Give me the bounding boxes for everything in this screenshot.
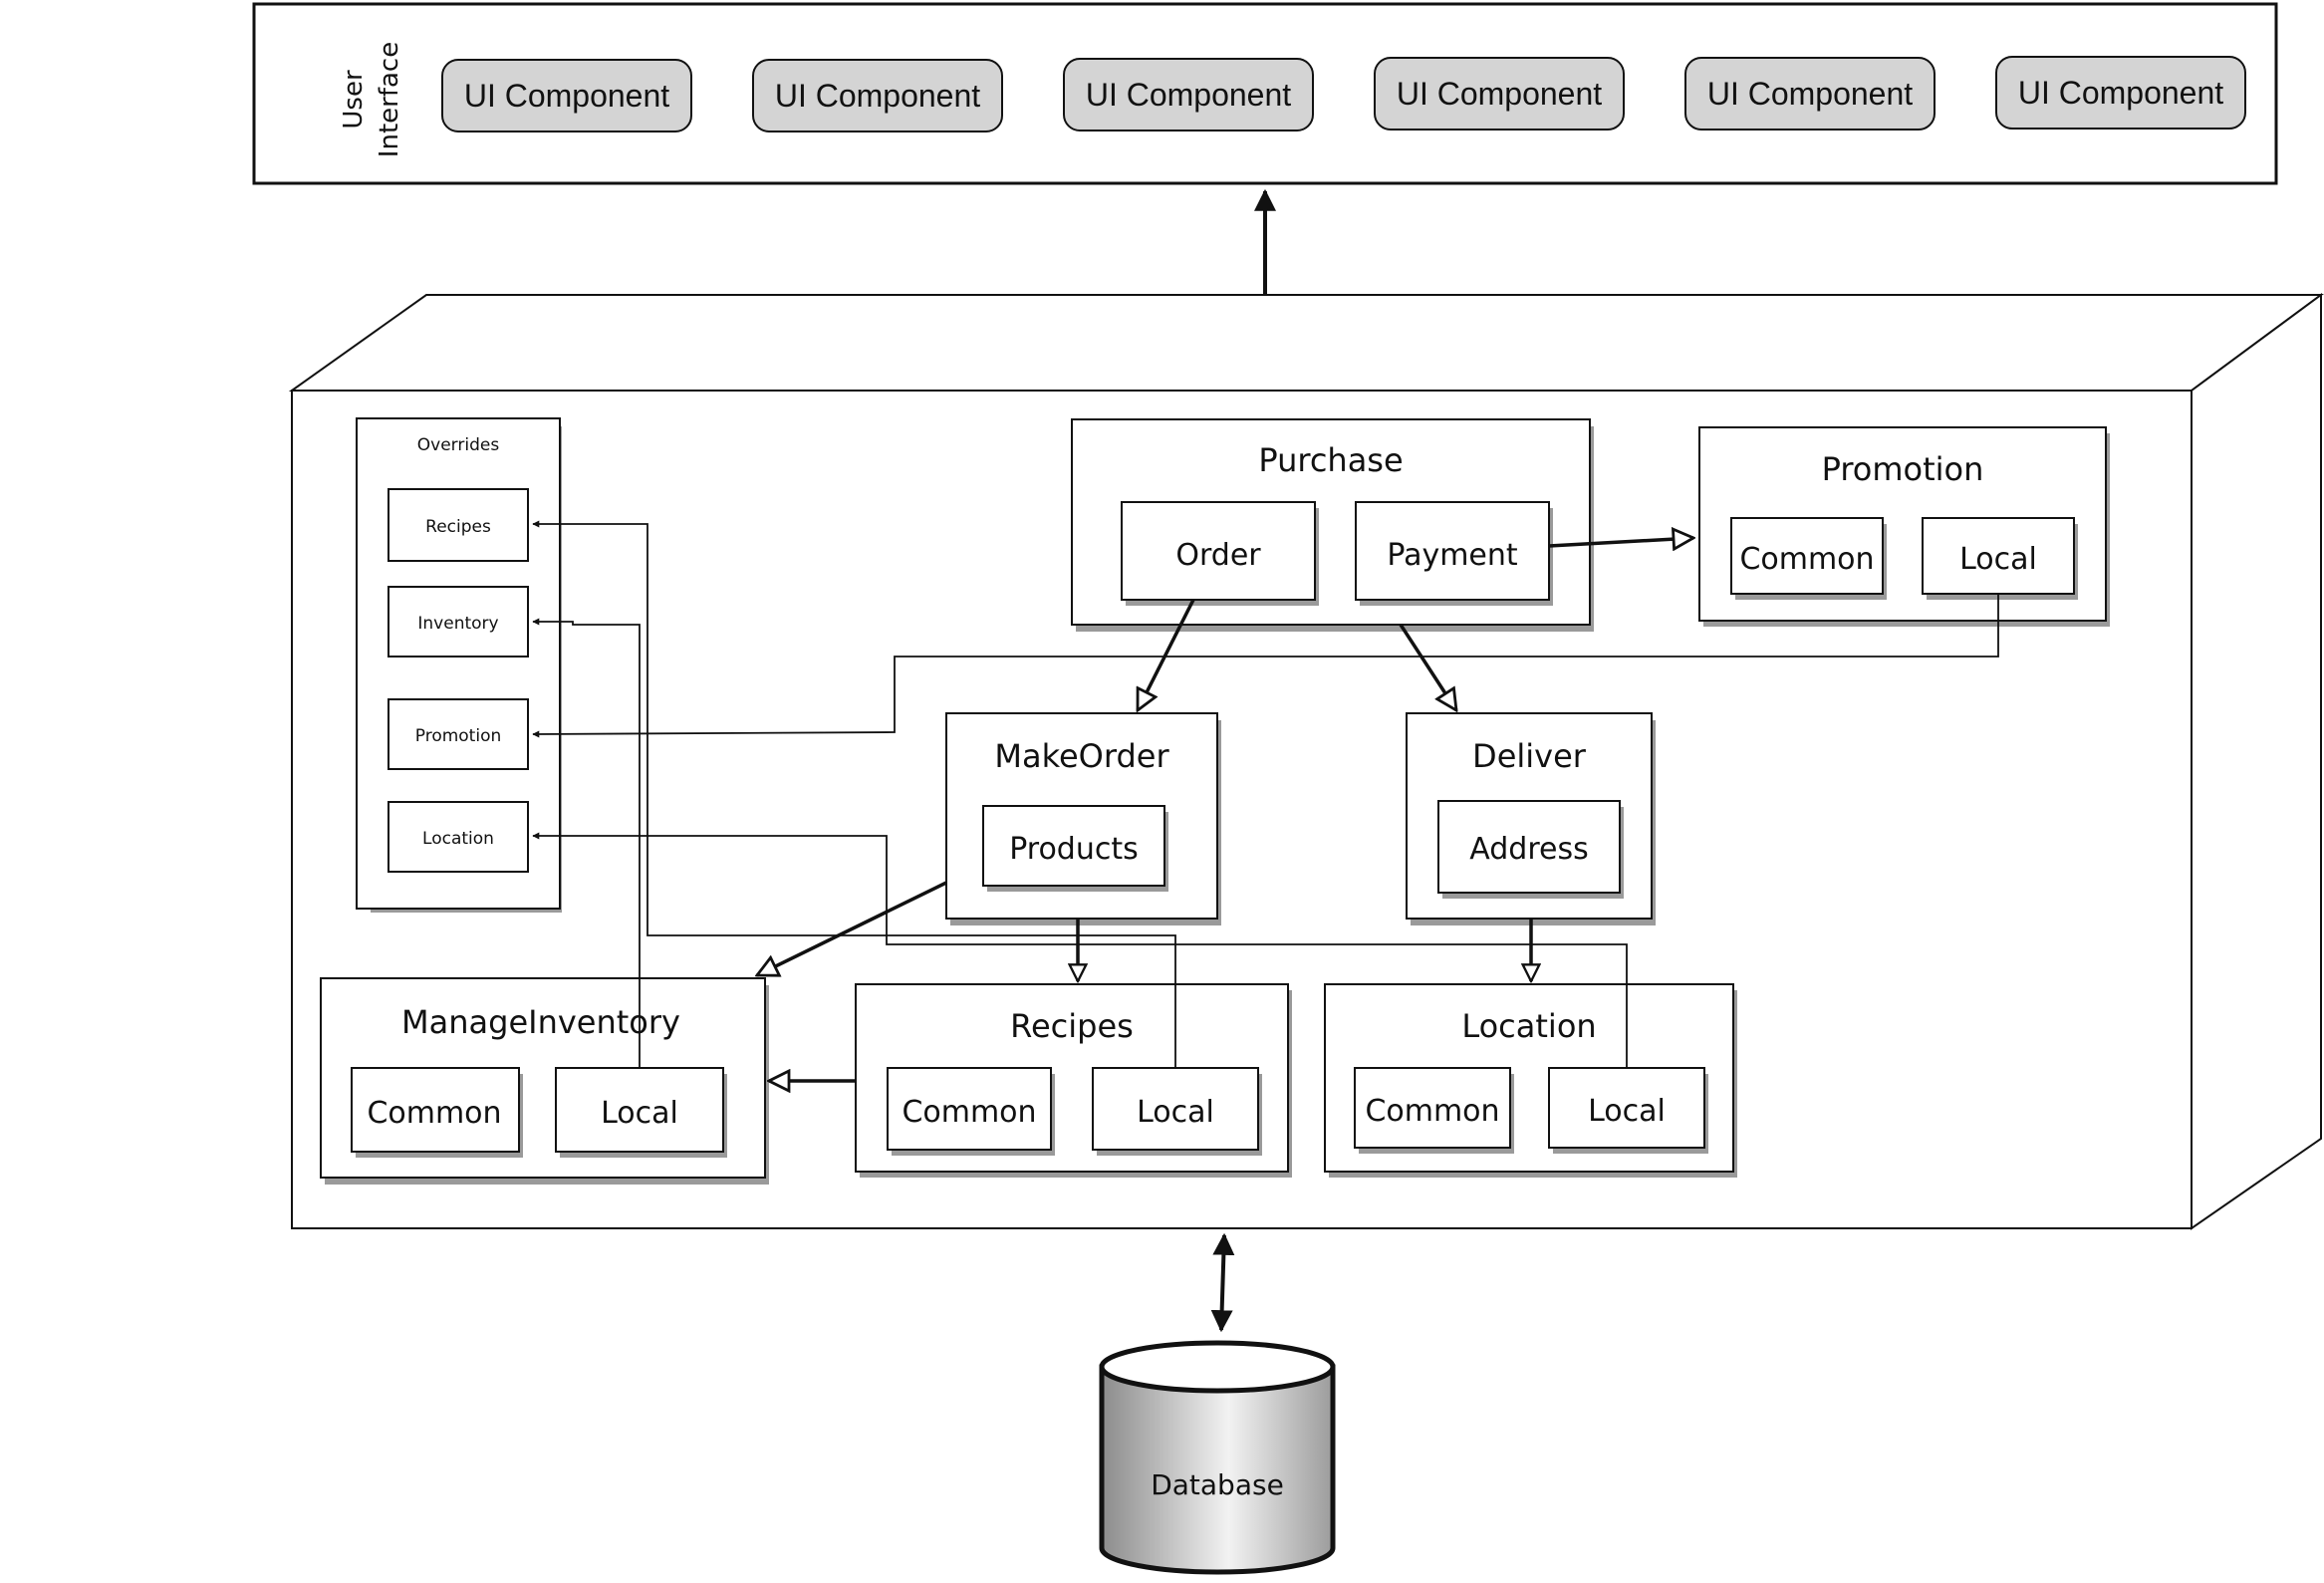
override-location: Location — [387, 801, 529, 873]
manage-inventory-local-box: Local — [555, 1067, 727, 1158]
ui-component-label: UI Component — [775, 78, 980, 114]
make-order-title: MakeOrder — [994, 737, 1169, 775]
purchase-title: Purchase — [1258, 441, 1403, 479]
order-to-makeorder-arrow — [1136, 599, 1195, 710]
purchase-order-label: Order — [1175, 538, 1261, 573]
override-location-label: Location — [422, 829, 494, 849]
override-recipes-label: Recipes — [425, 517, 491, 537]
overrides-panel: Overrides Recipes Inventory Promotion Lo… — [356, 417, 562, 913]
promotion-common-box: Common — [1730, 517, 1887, 600]
manage-inventory-title: ManageInventory — [401, 1003, 680, 1041]
database-cylinder: Database — [1099, 1340, 1336, 1575]
ui-component-6: UI Component — [1995, 56, 2246, 130]
location-local-to-override-location — [532, 832, 1628, 1068]
ui-component-pill — [1684, 57, 1936, 131]
ui-component-pill — [441, 59, 692, 132]
deliver-component: Deliver Address — [1406, 712, 1656, 925]
deliver-address-box: Address — [1437, 800, 1624, 899]
makeorder-to-inventory-arrow — [757, 881, 947, 975]
recipes-title: Recipes — [1010, 1007, 1134, 1045]
user-interface-panel: User Interface UI Component UI Component U… — [252, 2, 2278, 185]
override-recipes: Recipes — [387, 488, 529, 562]
ui-component-5: UI Component — [1684, 57, 1936, 131]
recipes-local-box: Local — [1092, 1067, 1262, 1156]
override-connectors — [532, 520, 1999, 1068]
manage-inventory-local-label: Local — [601, 1096, 678, 1131]
ui-component-label: UI Component — [1707, 76, 1913, 112]
ui-label-line1: User — [339, 70, 369, 130]
purchase-payment-label: Payment — [1387, 538, 1518, 573]
user-interface-label: User Interface — [339, 42, 404, 157]
overrides-title: Overrides — [417, 435, 500, 455]
promotion-common-label: Common — [1739, 542, 1874, 577]
ui-component-pill — [1063, 58, 1314, 132]
deliver-title: Deliver — [1472, 737, 1587, 775]
purchase-payment-box: Payment — [1355, 501, 1553, 606]
recipes-local-label: Local — [1137, 1095, 1214, 1130]
override-inventory: Inventory — [387, 586, 529, 658]
ui-component-label: UI Component — [1397, 76, 1602, 112]
deliver-address-label: Address — [1469, 832, 1588, 867]
payment-to-promotion-arrow — [1548, 538, 1693, 546]
recipes-common-label: Common — [902, 1095, 1036, 1130]
promotion-component: Promotion Common Local — [1698, 426, 2110, 627]
promotion-local-to-override-promotion — [532, 594, 1999, 738]
override-promotion: Promotion — [387, 698, 529, 770]
ui-component-2: UI Component — [752, 59, 1003, 132]
ui-component-1: UI Component — [441, 59, 692, 132]
ui-component-label: UI Component — [2018, 75, 2223, 111]
ui-component-pill — [1374, 57, 1625, 131]
dependency-arrows — [757, 538, 1693, 1081]
ui-component-4: UI Component — [1374, 57, 1625, 131]
location-title: Location — [1461, 1007, 1596, 1045]
ui-label-line2: Interface — [375, 42, 404, 157]
ui-component-label: UI Component — [464, 78, 669, 114]
override-promotion-label: Promotion — [415, 726, 502, 746]
location-common-label: Common — [1365, 1094, 1499, 1129]
recipes-common-box: Common — [887, 1067, 1055, 1156]
manage-inventory-component: ManageInventory Common Local — [320, 977, 769, 1185]
promotion-local-box: Local — [1922, 517, 2078, 600]
system-database-connector — [1210, 1232, 1235, 1333]
override-inventory-label: Inventory — [417, 614, 498, 634]
manage-inventory-common-label: Common — [367, 1096, 501, 1131]
promotion-local-label: Local — [1959, 542, 2037, 577]
location-component: Location Common Local — [1324, 983, 1737, 1178]
purchase-component: Purchase Order Payment — [1071, 418, 1594, 632]
purchase-order-box: Order — [1121, 501, 1319, 606]
manage-inventory-common-box: Common — [351, 1067, 523, 1158]
make-order-products-box: Products — [982, 805, 1168, 892]
recipes-component: Recipes Common Local — [855, 983, 1292, 1178]
purchase-to-deliver-arrow — [1399, 624, 1456, 710]
ui-component-3: UI Component — [1063, 58, 1314, 132]
ui-component-label: UI Component — [1086, 77, 1291, 113]
location-common-box: Common — [1354, 1067, 1514, 1154]
system-top-face — [288, 294, 2324, 392]
make-order-products-label: Products — [1009, 832, 1139, 867]
database-label: Database — [1151, 1468, 1284, 1501]
location-local-label: Local — [1588, 1094, 1666, 1129]
recipes-local-to-override-recipes — [532, 520, 1176, 1068]
ui-component-pill — [1995, 56, 2246, 130]
inventory-local-to-override-inventory — [532, 618, 641, 1068]
system-side-face — [2191, 293, 2322, 1230]
ui-component-pill — [752, 59, 1003, 132]
location-local-box: Local — [1548, 1067, 1708, 1154]
make-order-component: MakeOrder Products — [945, 712, 1221, 925]
promotion-title: Promotion — [1822, 450, 1984, 488]
